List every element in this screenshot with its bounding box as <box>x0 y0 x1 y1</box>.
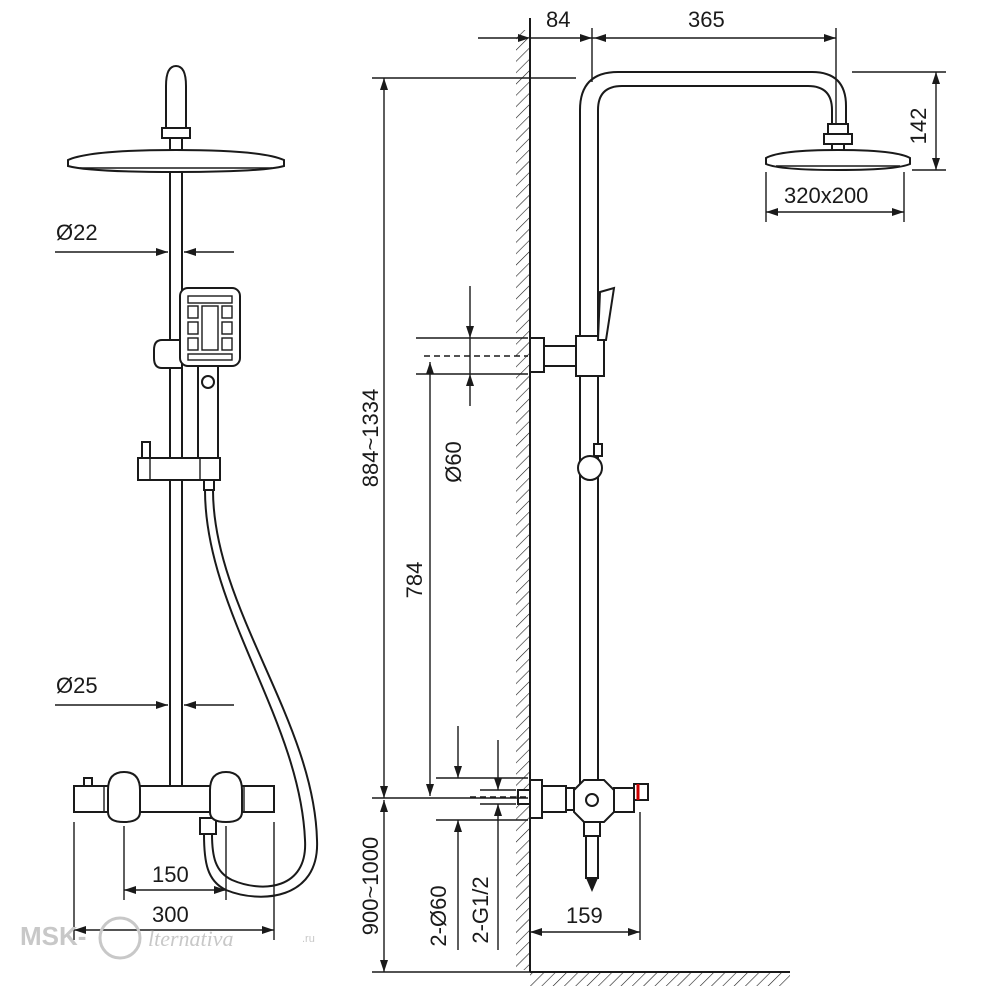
wall-hatch <box>516 30 530 970</box>
label-bracket-height: 784 <box>402 562 427 599</box>
label-mixer-depth: 159 <box>566 903 603 928</box>
head-connector <box>161 127 191 139</box>
shower-hose-inner <box>203 489 319 898</box>
watermark-suffix: .ru <box>302 933 315 945</box>
watermark-middle: lternativa <box>148 926 234 951</box>
label-rod-diameter-bottom: Ø25 <box>56 673 98 698</box>
mixer-handle <box>633 783 649 801</box>
label-wall-offset: 84 <box>546 7 570 32</box>
rain-shower-head-side <box>765 148 911 172</box>
slide-holder-side <box>577 455 603 481</box>
watermark: MSK- lternativa .ru <box>20 916 315 960</box>
mixer-flange <box>529 779 543 819</box>
hand-shower-nozzles <box>187 295 233 361</box>
wall-bracket-flange <box>529 337 545 373</box>
label-arm-length: 365 <box>688 7 725 32</box>
label-head-size: 320x200 <box>784 183 868 208</box>
hose-nut-top <box>203 479 215 491</box>
watermark-at-logo <box>98 916 142 960</box>
watermark-left: MSK- <box>20 921 86 951</box>
overhead-arm-inner <box>597 85 833 790</box>
label-install-height: 900~1000 <box>358 837 383 936</box>
overhead-arm-outer <box>579 71 847 790</box>
top-cap <box>165 64 187 128</box>
label-mixer-width: 300 <box>152 902 189 927</box>
hose-nut-bottom <box>199 817 217 835</box>
rain-shower-head-front <box>67 148 285 174</box>
label-inlet-centers: 150 <box>152 862 189 887</box>
label-flange-count: 2-Ø60 <box>426 885 451 946</box>
wall-bracket-clamp <box>575 335 605 377</box>
label-thread-count: 2-G1/2 <box>468 876 493 943</box>
handle-button <box>201 375 215 389</box>
front-view <box>55 64 319 940</box>
shower-hose-outer <box>204 489 307 888</box>
holder-pin <box>141 441 151 459</box>
slider-knob <box>153 339 183 369</box>
head-neck <box>169 137 183 151</box>
thermostatic-mixer-front <box>73 770 275 824</box>
label-head-height: 142 <box>906 108 931 145</box>
hand-shower-side <box>596 286 616 341</box>
wall-bracket-arm <box>543 345 577 367</box>
label-bracket-diameter: Ø60 <box>441 441 466 483</box>
label-rod-diameter-top: Ø22 <box>56 220 98 245</box>
side-view <box>372 18 946 986</box>
floor-hatch <box>530 972 790 986</box>
label-total-height: 884~1334 <box>358 389 383 488</box>
